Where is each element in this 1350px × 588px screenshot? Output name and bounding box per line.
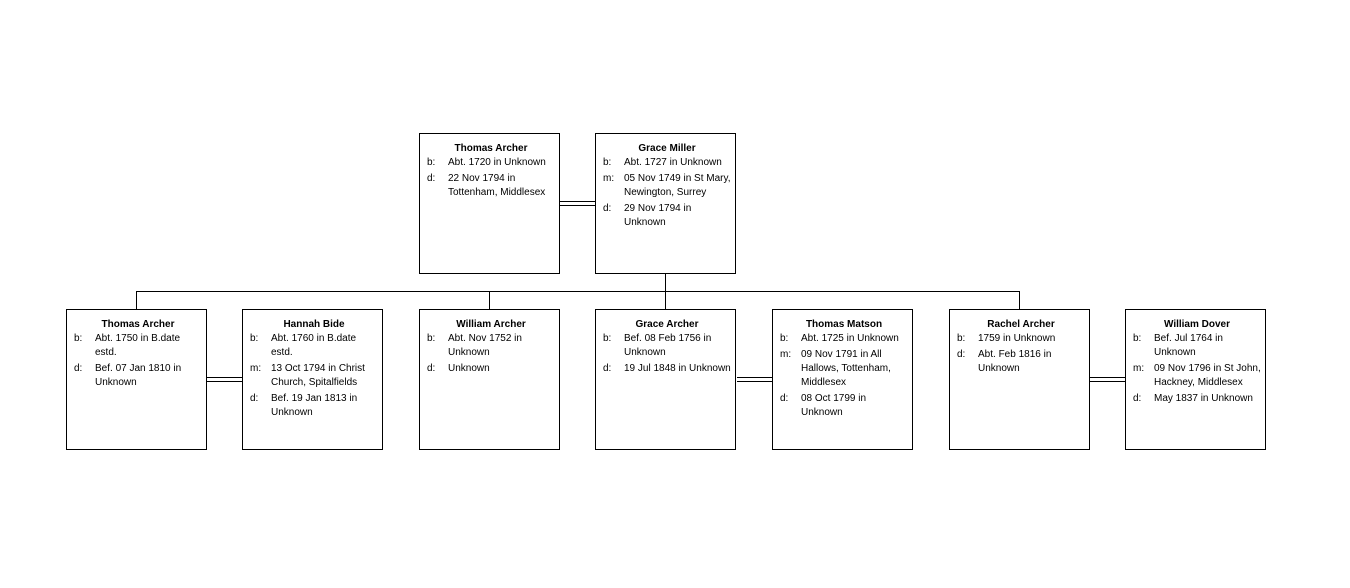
parents-marriage-line-bottom: [560, 205, 595, 206]
event-value: Abt. Feb 1816 in Unknown: [978, 349, 1052, 374]
event-value: Abt. 1725 in Unknown: [801, 333, 899, 344]
birth-event: b: Abt. 1725 in Unknown: [780, 332, 908, 346]
death-event: d: Abt. Feb 1816 in Unknown: [957, 348, 1085, 376]
person-box-hannah-bide[interactable]: Hannah Bide b: Abt. 1760 in B.date estd.…: [242, 309, 383, 450]
marriage-line-grace-thomas-top: [737, 377, 772, 378]
event-value: 13 Oct 1794 in Christ Church, Spitalfiel…: [271, 363, 365, 388]
birth-event: b: Bef. Jul 1764 in Unknown: [1133, 332, 1261, 360]
event-value: Bef. 08 Feb 1756 in Unknown: [624, 333, 712, 358]
child-drop-line-william: [489, 291, 490, 309]
birth-event: b: Abt. 1750 in B.date estd.: [74, 332, 202, 360]
child-drop-line-thomas: [136, 291, 137, 309]
event-label: b:: [1133, 333, 1142, 344]
event-value: Bef. 07 Jan 1810 in Unknown: [95, 363, 182, 388]
event-value: 09 Nov 1791 in All Hallows, Tottenham, M…: [801, 349, 891, 388]
birth-event: b: Abt. 1720 in Unknown: [427, 156, 555, 170]
event-value: 19 Jul 1848 in Unknown: [624, 363, 731, 374]
birth-event: b: 1759 in Unknown: [957, 332, 1085, 346]
person-box-william-archer[interactable]: William Archer b: Abt. Nov 1752 in Unkno…: [419, 309, 560, 450]
event-label: d:: [1133, 393, 1142, 404]
event-value: 1759 in Unknown: [978, 333, 1056, 344]
event-label: b:: [957, 333, 966, 344]
children-sibling-line: [136, 291, 1020, 292]
event-value: Bef. Jul 1764 in Unknown: [1154, 333, 1223, 358]
death-event: d: 29 Nov 1794 in Unknown: [603, 202, 731, 230]
birth-event: b: Abt. 1727 in Unknown: [603, 156, 731, 170]
event-value: Abt. 1760 in B.date estd.: [271, 333, 357, 358]
event-label: d:: [427, 173, 436, 184]
event-value: Abt. 1727 in Unknown: [624, 157, 722, 168]
event-label: b:: [74, 333, 83, 344]
event-label: m:: [250, 363, 262, 374]
event-label: d:: [74, 363, 83, 374]
event-value: 05 Nov 1749 in St Mary, Newington, Surre…: [624, 173, 731, 198]
event-label: m:: [780, 349, 792, 360]
person-box-grace-archer[interactable]: Grace Archer b: Bef. 08 Feb 1756 in Unkn…: [595, 309, 736, 450]
event-value: Unknown: [448, 363, 490, 374]
person-box-parent-thomas-archer[interactable]: Thomas Archer b: Abt. 1720 in Unknown d:…: [419, 133, 560, 274]
death-event: d: 19 Jul 1848 in Unknown: [603, 362, 731, 376]
event-label: b:: [603, 333, 612, 344]
child-drop-line-grace: [665, 291, 666, 309]
person-box-parent-grace-miller[interactable]: Grace Miller b: Abt. 1727 in Unknown m: …: [595, 133, 736, 274]
marriage-event: m: 09 Nov 1791 in All Hallows, Tottenham…: [780, 348, 908, 390]
event-value: Abt. Nov 1752 in Unknown: [448, 333, 522, 358]
parents-marriage-line-top: [560, 201, 595, 202]
event-label: b:: [780, 333, 789, 344]
event-label: d:: [603, 203, 612, 214]
marriage-event: m: 09 Nov 1796 in St John, Hackney, Midd…: [1133, 362, 1261, 390]
event-label: d:: [603, 363, 612, 374]
person-name: William Dover: [1163, 319, 1231, 330]
marriage-event: m: 05 Nov 1749 in St Mary, Newington, Su…: [603, 172, 731, 200]
person-name: Hannah Bide: [283, 319, 345, 330]
event-value: Abt. 1750 in B.date estd.: [95, 333, 181, 358]
event-value: 22 Nov 1794 in Tottenham, Middlesex: [448, 173, 546, 198]
death-event: d: Bef. 07 Jan 1810 in Unknown: [74, 362, 202, 390]
event-label: d:: [427, 363, 436, 374]
person-box-thomas-matson[interactable]: Thomas Matson b: Abt. 1725 in Unknown m:…: [772, 309, 913, 450]
event-label: d:: [250, 393, 259, 404]
event-value: May 1837 in Unknown: [1154, 393, 1253, 404]
person-name: Thomas Matson: [805, 319, 883, 330]
event-value: 29 Nov 1794 in Unknown: [624, 203, 692, 228]
person-box-william-dover[interactable]: William Dover b: Bef. Jul 1764 in Unknow…: [1125, 309, 1266, 450]
birth-event: b: Abt. Nov 1752 in Unknown: [427, 332, 555, 360]
person-name: William Archer: [456, 319, 526, 330]
event-label: m:: [603, 173, 615, 184]
event-label: b:: [427, 333, 436, 344]
event-label: d:: [957, 349, 966, 360]
parents-descent-line: [665, 274, 666, 291]
marriage-line-rachel-william-bottom: [1090, 381, 1125, 382]
event-label: d:: [780, 393, 789, 404]
event-label: m:: [1133, 363, 1145, 374]
person-box-rachel-archer[interactable]: Rachel Archer b: 1759 in Unknown d: Abt.…: [949, 309, 1090, 450]
person-name: Grace Miller: [638, 143, 696, 154]
person-name: Grace Archer: [635, 319, 699, 330]
death-event: d: Bef. 19 Jan 1813 in Unknown: [250, 392, 378, 420]
event-label: b:: [427, 157, 436, 168]
death-event: d: 08 Oct 1799 in Unknown: [780, 392, 908, 420]
birth-event: b: Bef. 08 Feb 1756 in Unknown: [603, 332, 731, 360]
event-value: 09 Nov 1796 in St John, Hackney, Middles…: [1154, 363, 1261, 388]
event-label: b:: [250, 333, 259, 344]
marriage-line-thomas-hannah-top: [207, 377, 242, 378]
person-name: Thomas Archer: [454, 143, 528, 154]
death-event: d: 22 Nov 1794 in Tottenham, Middlesex: [427, 172, 555, 200]
event-label: b:: [603, 157, 612, 168]
death-event: d: May 1837 in Unknown: [1133, 392, 1261, 406]
death-event: d: Unknown: [427, 362, 555, 376]
marriage-event: m: 13 Oct 1794 in Christ Church, Spitalf…: [250, 362, 378, 390]
birth-event: b: Abt. 1760 in B.date estd.: [250, 332, 378, 360]
event-value: 08 Oct 1799 in Unknown: [801, 393, 867, 418]
event-value: Abt. 1720 in Unknown: [448, 157, 546, 168]
marriage-line-thomas-hannah-bottom: [207, 381, 242, 382]
marriage-line-grace-thomas-bottom: [737, 381, 772, 382]
person-name: Rachel Archer: [987, 319, 1055, 330]
person-name: Thomas Archer: [101, 319, 175, 330]
person-box-thomas-archer[interactable]: Thomas Archer b: Abt. 1750 in B.date est…: [66, 309, 207, 450]
child-drop-line-rachel: [1019, 291, 1020, 309]
event-value: Bef. 19 Jan 1813 in Unknown: [271, 393, 358, 418]
marriage-line-rachel-william-top: [1090, 377, 1125, 378]
